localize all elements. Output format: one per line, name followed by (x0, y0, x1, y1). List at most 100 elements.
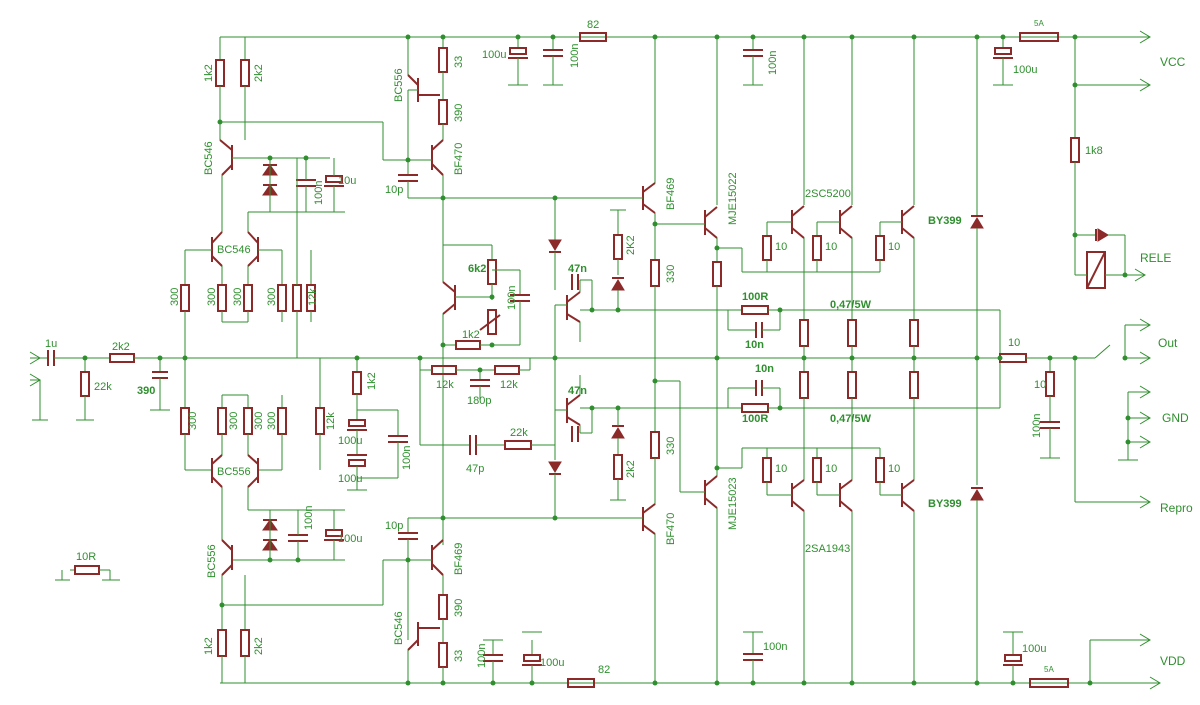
driver-bias-network (720, 305, 1000, 413)
label-r-10-zobel: 10 (1034, 379, 1046, 391)
label-bc556-b: BC556 (206, 544, 218, 578)
label-r-047-a: 0,47/5W (830, 299, 872, 311)
label-r-2k2-b: 2k2 (625, 460, 637, 478)
flyback-diodes (970, 34, 984, 686)
supply-filter (993, 32, 1093, 688)
top-diff-pair (180, 37, 412, 358)
label-2sa1943: 2SA1943 (805, 543, 850, 555)
label-r-300-g: 300 (253, 412, 265, 430)
label-c-100n-b: 100n (303, 506, 315, 530)
label-r-10-e: 10 (825, 463, 837, 475)
label-c-100u-vdd: 100u (1022, 643, 1046, 655)
label-r-33-top: 33 (453, 56, 465, 68)
label-r-1k2-bot: 1k2 (203, 637, 215, 655)
label-c-47n-b: 47n (568, 385, 587, 397)
vbe-multiplier (440, 244, 530, 470)
label-r-2k2-bot: 2k2 (253, 637, 265, 655)
label-r-300-b: 300 (206, 288, 218, 306)
label-bc556-top: BC556 (393, 68, 405, 102)
port-gnd: GND (1162, 411, 1189, 425)
label-c-100n-a: 100n (313, 181, 325, 205)
label-r-300-h: 300 (266, 412, 278, 430)
label-c-100n-bot: 100n (476, 644, 488, 668)
bottom-diff-pair (180, 250, 412, 683)
vas-top (398, 32, 640, 245)
label-r-100r-a: 100R (742, 291, 768, 303)
label-r-300-e: 300 (187, 412, 199, 430)
port-out: Out (1158, 336, 1178, 350)
label-c-10n-b: 10n (755, 363, 774, 375)
label-c-100n-rail2: 100n (763, 641, 787, 653)
label-r-10-d: 10 (775, 463, 787, 475)
label-f-5a-top: 5A (1034, 19, 1044, 28)
label-r-300-d: 300 (266, 288, 278, 306)
label-c-180p: 180p (467, 395, 491, 407)
label-r-300-a: 300 (169, 288, 181, 306)
label-r-330-a: 330 (665, 265, 677, 283)
label-c-100n-mid: 100n (401, 446, 413, 470)
output-network (977, 310, 1151, 509)
label-by399-a: BY399 (928, 215, 962, 227)
label-r-1k2-mid: 1k2 (366, 372, 378, 390)
pre-driver-stage (548, 195, 720, 521)
label-mje15022: MJE15022 (727, 172, 739, 225)
label-r-6k2: 6k2 (468, 263, 486, 275)
label-bc546-bot: BC546 (393, 611, 405, 645)
label-bc546-a: BC546 (203, 141, 215, 175)
component-labels: 1u 2k2 22k 390 1k2 2k2 BC546 BC546 100n … (45, 19, 1103, 676)
port-labels: VCC RELE Out GND Repro VDD (1140, 55, 1193, 668)
label-r-10-a: 10 (775, 241, 787, 253)
label-r-330-b: 330 (665, 437, 677, 455)
label-c-100u-vcc: 100u (1013, 64, 1037, 76)
label-r-12k-b: 12k (325, 412, 337, 430)
label-r-047-b: 0,47/5W (830, 413, 872, 425)
port-rele: RELE (1140, 251, 1171, 265)
label-c-47p: 47p (466, 463, 484, 475)
label-r-in: 2k2 (112, 341, 130, 353)
label-r-22k: 22k (94, 381, 112, 393)
label-bf469-bot: BF469 (453, 543, 465, 575)
label-r-12k-a: 12k (307, 288, 319, 306)
label-r-22k-fb: 22k (510, 427, 528, 439)
label-bc556-a: BC556 (217, 466, 251, 478)
label-bf469-top: BF469 (665, 178, 677, 210)
label-r-10-out: 10 (1008, 337, 1020, 349)
label-c-100u-bot: 100u (540, 657, 564, 669)
input-stage (29, 350, 188, 421)
label-c-100u-top: 100u (482, 49, 506, 61)
label-bf470-bot: BF470 (665, 513, 677, 545)
label-bf470-top: BF470 (453, 143, 465, 175)
vas-bottom (398, 470, 640, 688)
label-r-10-c: 10 (888, 241, 900, 253)
label-r-2k2-a: 2K2 (625, 235, 637, 255)
label-c-in: 1u (45, 338, 57, 350)
label-r-82-top: 82 (587, 19, 599, 31)
label-mje15023: MJE15023 (727, 477, 739, 530)
label-r-2k2-top: 2k2 (253, 64, 265, 82)
label-r-10-b: 10 (825, 241, 837, 253)
label-c-100u-b: 100u (338, 533, 362, 545)
label-r-300-f: 300 (228, 412, 240, 430)
port-vcc: VCC (1160, 55, 1186, 69)
label-c-100u-mid-b: 100u (338, 473, 362, 485)
label-c-10p-top: 10p (385, 184, 403, 196)
label-c-390: 390 (137, 385, 155, 397)
label-bc546-b: BC546 (217, 244, 251, 256)
vdd-rail (220, 633, 1161, 690)
label-r-390-top: 390 (453, 104, 465, 122)
label-c-47n-a: 47n (568, 263, 587, 275)
output-stage-pnp (743, 358, 919, 686)
label-r-300-c: 300 (232, 288, 244, 306)
port-repro: Repro (1160, 501, 1193, 515)
label-r-390-bot: 390 (453, 599, 465, 617)
label-c-100n-zobel: 100n (1031, 414, 1043, 438)
label-r-1k2-top: 1k2 (203, 64, 215, 82)
label-r-10r: 10R (76, 551, 96, 563)
label-c-100n-top: 100n (569, 44, 581, 68)
port-vdd: VDD (1160, 654, 1186, 668)
label-c-100n-vbe: 100n (506, 286, 518, 310)
label-r-12k-c: 12k (436, 379, 454, 391)
label-c-10u-a: 10u (338, 175, 356, 187)
label-f-5a-bot: 5A (1044, 665, 1054, 674)
